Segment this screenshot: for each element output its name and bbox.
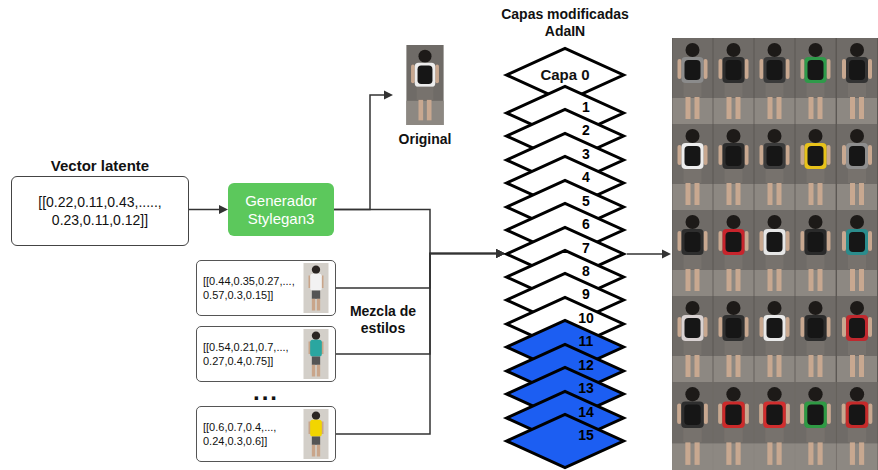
layer-number: 5	[573, 193, 599, 209]
person-photo	[795, 382, 836, 470]
person-photo	[755, 210, 795, 296]
grid-ground	[672, 38, 878, 470]
layer-number: 6	[573, 216, 599, 232]
arrowhead	[384, 91, 393, 100]
layer-number: 14	[573, 404, 599, 420]
output-arrowhead	[662, 250, 671, 259]
person-photo	[672, 382, 713, 470]
person-photo	[796, 124, 836, 210]
connector-line	[336, 254, 497, 354]
input-node: Vector latente [[0.22,0.11,0.43,....., 0.…	[11, 156, 189, 248]
node-heading: Vector latente	[11, 156, 189, 176]
connector	[336, 249, 505, 288]
vector-box: [[0.22,0.11,0.43,....., 0.23,0.11,0.12]]	[11, 176, 189, 246]
connector	[334, 91, 393, 210]
layer-number: 9	[573, 286, 599, 302]
person-photo	[714, 124, 754, 210]
layer-number: 1	[573, 99, 599, 115]
image-node: Original	[393, 42, 457, 148]
layer-number: 2	[573, 122, 599, 138]
stack-title: Capas modificadas AdaIN	[495, 6, 635, 40]
person-photo	[304, 409, 329, 459]
connector-line	[336, 254, 497, 288]
arrowhead	[219, 205, 228, 214]
layer-number: 3	[573, 146, 599, 162]
ellipsis-mark: ...	[236, 380, 296, 404]
output-arrow-line	[627, 253, 663, 255]
person-photo	[837, 382, 878, 470]
connector	[336, 249, 505, 354]
connector	[334, 210, 505, 259]
group-label: Mezcla de estilos	[343, 303, 423, 337]
layer-number: 12	[573, 357, 599, 373]
person-photo	[673, 296, 713, 382]
person-photo	[755, 124, 795, 210]
layer-name: Capa 0	[505, 66, 625, 84]
generator-label: Generador Stylegan3	[233, 192, 329, 228]
person-photo	[837, 38, 877, 124]
modified-layer: 15	[505, 413, 625, 469]
person-photo	[837, 296, 877, 382]
style-vector-box: [[0.54,0.21,0.7,..., 0.27,0.4,0.75]]	[196, 326, 336, 382]
person-photo	[673, 38, 713, 124]
connector-line	[189, 209, 220, 211]
person-photo	[796, 38, 836, 124]
person-photo	[714, 38, 754, 124]
person-photo	[754, 382, 795, 470]
person-photo	[837, 210, 877, 296]
person-photo	[714, 296, 754, 382]
person-photo	[304, 329, 329, 379]
layer-number: 15	[573, 427, 599, 443]
latent-vector-text: [[0.22,0.11,0.43,....., 0.23,0.11,0.12]]	[20, 193, 180, 229]
style-vector-box: [[0.44,0.35,0.27,..., 0.57,0.3,0.15]]	[196, 260, 336, 316]
person-photo	[755, 38, 795, 124]
person-photo	[755, 296, 795, 382]
person-photo	[673, 210, 713, 296]
person-photo	[796, 296, 836, 382]
connector	[336, 249, 505, 434]
layer-number: 10	[573, 310, 599, 326]
layer-number: 8	[573, 263, 599, 279]
connector	[189, 205, 228, 214]
diamond-outline	[507, 415, 624, 468]
person-photo	[304, 263, 329, 313]
connector-line	[334, 95, 385, 210]
layer-number: 4	[573, 169, 599, 185]
generator-box: Generador Stylegan3	[228, 183, 334, 236]
style-vector-box: [[0.6,0.7,0.4,..., 0.24,0.3,0.6]]	[196, 406, 336, 462]
style-vector-text: [[0.54,0.21,0.7,..., 0.27,0.4,0.75]]	[203, 340, 299, 368]
person-photo	[837, 124, 877, 210]
layer-diamond	[505, 413, 625, 469]
generated-image-grid	[672, 38, 878, 470]
layer-number: 13	[573, 380, 599, 396]
image-caption: Original	[399, 130, 452, 148]
person-photo	[713, 382, 754, 470]
person-photo	[714, 210, 754, 296]
style-vector-text: [[0.44,0.35,0.27,..., 0.57,0.3,0.15]]	[203, 274, 299, 302]
connector-line	[334, 210, 497, 254]
style-vector-text: [[0.6,0.7,0.4,..., 0.24,0.3,0.6]]	[203, 420, 299, 448]
person-photo	[673, 124, 713, 210]
person-photo	[406, 45, 443, 125]
layer-number: 7	[573, 240, 599, 256]
person-photo	[796, 210, 836, 296]
connector-line	[336, 254, 497, 434]
layer-number: 11	[573, 333, 599, 349]
